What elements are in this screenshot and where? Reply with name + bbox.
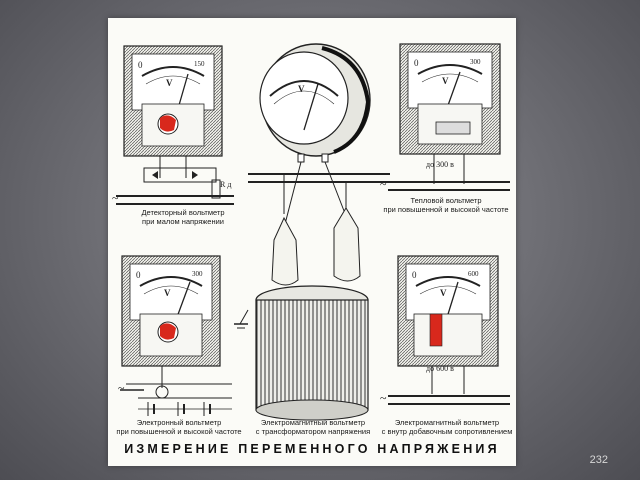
meter-bottom-left bbox=[120, 255, 232, 416]
caption-bottom-left-line1: Электронный вольтметр bbox=[136, 418, 222, 427]
meter-top-left bbox=[116, 45, 234, 205]
caption-top-left: Детекторный вольтметр при малом напряжен… bbox=[128, 208, 238, 226]
br-scale-min: 0 bbox=[412, 270, 417, 280]
caption-bottom-right-line1: Электромагнитный вольтметр bbox=[394, 418, 500, 427]
tl-unit: V bbox=[166, 78, 173, 88]
bl-unit: V bbox=[164, 288, 171, 298]
svg-text:~: ~ bbox=[118, 381, 125, 395]
tr-scale-min: 0 bbox=[414, 58, 419, 68]
svg-text:~: ~ bbox=[112, 191, 119, 205]
caption-bottom-left: Электронный вольтметр при повышенной и в… bbox=[112, 418, 246, 436]
tr-scale-max: 300 bbox=[470, 58, 481, 66]
page-number: 232 bbox=[589, 454, 608, 466]
svg-text:~: ~ bbox=[380, 391, 387, 405]
tl-resistor-label: R д bbox=[220, 180, 232, 189]
br-range-label: до 600 в bbox=[426, 364, 454, 373]
bl-scale-min: 0 bbox=[136, 270, 141, 280]
caption-center-line2: с трансформатором напряжения bbox=[255, 427, 371, 436]
caption-top-left-line2: при малом напряжении bbox=[142, 217, 224, 226]
banner-title: ИЗМЕРЕНИЕ ПЕРЕМЕННОГО НАПРЯЖЕНИЯ bbox=[124, 442, 500, 456]
caption-top-right-line1: Тепловой вольтметр bbox=[410, 196, 482, 205]
caption-top-right-line2: при повышенной и высокой частоте bbox=[383, 205, 509, 214]
tr-unit: V bbox=[442, 76, 449, 86]
tl-scale-max: 150 bbox=[194, 60, 205, 68]
caption-bottom-right: Электромагнитный вольтметр с внутр добав… bbox=[380, 418, 514, 436]
bl-scale-max: 300 bbox=[192, 270, 203, 278]
meter-bottom-right bbox=[388, 255, 510, 405]
slide-image: ~ ~ ~ ~ 0 150 V R д 0 300 V до 300 в 0 3… bbox=[108, 18, 516, 466]
meter-top-right bbox=[388, 43, 510, 191]
tl-scale-min: 0 bbox=[138, 60, 143, 70]
caption-bottom-left-line2: при повышенной и высокой частоте bbox=[116, 427, 242, 436]
caption-center: Электромагнитный вольтметр с трансформат… bbox=[248, 418, 378, 436]
center-unit: V bbox=[298, 84, 305, 94]
br-scale-max: 600 bbox=[468, 270, 479, 278]
meter-center bbox=[234, 43, 390, 421]
caption-bottom-right-line2: с внутр добавочным сопротивлением bbox=[381, 427, 513, 436]
illustration: ~ ~ ~ ~ bbox=[112, 43, 510, 421]
svg-text:~: ~ bbox=[380, 177, 387, 191]
caption-center-line1: Электромагнитный вольтметр bbox=[260, 418, 366, 427]
caption-top-right: Тепловой вольтметр при повышенной и высо… bbox=[380, 196, 512, 214]
caption-top-left-line1: Детекторный вольтметр bbox=[141, 208, 225, 217]
tr-range-label: до 300 в bbox=[426, 160, 454, 169]
br-unit: V bbox=[440, 288, 447, 298]
